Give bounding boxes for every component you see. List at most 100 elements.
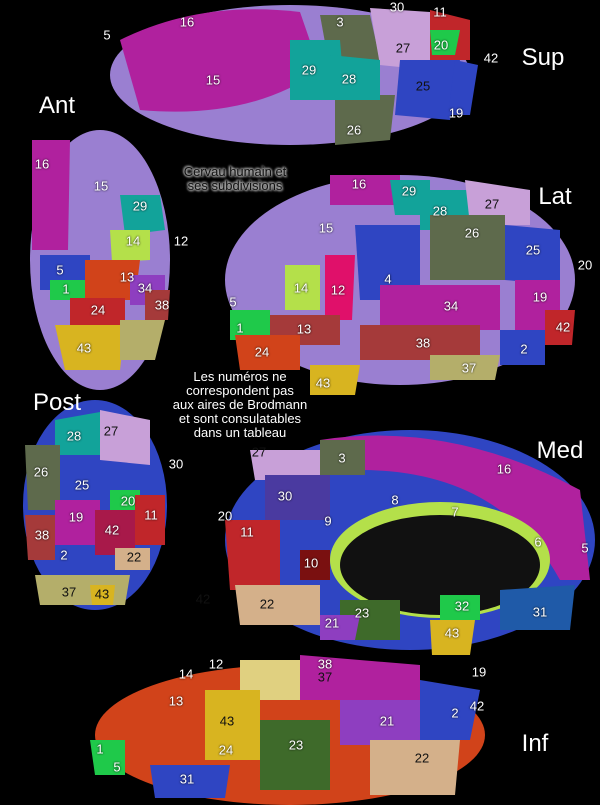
region-label-post: 42 [104,522,120,538]
region-label-lat: 42 [555,319,571,335]
region-label-med: 6 [534,534,542,550]
brain-view-inf [90,655,485,805]
region-label-inf: 5 [113,759,121,775]
region-label-inf: 24 [218,742,234,758]
region-label-med: 11 [240,524,254,540]
region-label-ant: 1 [62,281,70,297]
view-title-inf: Inf [521,730,549,757]
region-label-ant: 15 [93,178,109,194]
region-label-med: 8 [391,492,399,508]
note-line: correspondent pas [186,383,294,398]
region-label-inf: 13 [168,693,184,709]
region-label-lat: 15 [318,220,334,236]
region-label-lat: 1 [236,320,244,336]
region-label-post: 26 [33,464,49,480]
region-label-inf: 19 [471,664,487,680]
region-label-lat: 26 [464,225,480,241]
region-label-post: 28 [66,428,82,444]
region-label-lat: 27 [484,196,500,212]
caption-line: ses subdivisions [187,178,283,193]
region-label-med: 3 [338,450,346,466]
region-label-lat: 29 [401,183,417,199]
note-line: dans un tableau [193,425,287,440]
brain-view-ant [30,130,170,390]
region-label-lat: 34 [443,298,459,314]
region-label-med: 5 [581,540,589,556]
view-title-sup: Sup [521,44,565,71]
region-label-lat: 28 [432,203,448,219]
region-label-post: 43 [94,586,110,602]
region-label-sup: 27 [395,40,411,56]
region-label-inf: 43 [219,713,235,729]
region-label-post: 27 [103,423,119,439]
region-label-med: 27 [251,444,267,460]
view-title-med: Med [536,437,584,464]
view-title-post: Post [32,389,82,416]
brain-view-med [225,430,595,655]
brain-view-lat [225,175,575,395]
region-label-lat: 2 [520,341,528,357]
region-label-ant: 43 [76,340,92,356]
region-label-med: 32 [454,598,470,614]
region-label-sup: 11 [433,4,447,20]
region-label-med: 16 [496,461,512,477]
region-label-inf: 22 [414,750,430,766]
region-label-med: 7 [451,504,459,520]
brain-view-post [23,400,167,610]
region-label-lat: 38 [415,335,431,351]
region-label-lat: 19 [532,289,548,305]
region-label-lat: 25 [525,242,541,258]
region-label-sup: 26 [346,122,362,138]
region-label-lat: 12 [330,282,346,298]
region-label-lat: 13 [296,321,312,337]
region-label-ant: 16 [34,156,50,172]
region-label-ant: 12 [173,233,189,249]
note-line: et sont consulatables [178,411,302,426]
region-label-inf: 38 [317,656,333,672]
region-label-lat: 24 [254,344,270,360]
region-label-ant: 38 [154,297,170,313]
region-label-inf: 21 [379,713,395,729]
region-label-ant: 14 [125,233,141,249]
region-label-med: 20 [217,508,233,524]
region-label-sup: 20 [433,37,449,53]
region-label-lat: 14 [293,280,309,296]
region-label-lat: 37 [461,360,477,376]
region-label-post: 25 [74,477,90,493]
region-label-post: 20 [120,493,136,509]
region-label-med: 10 [303,555,319,571]
region-label-lat: 16 [351,176,367,192]
region-label-sup: 30 [389,0,405,15]
region-label-ant: 29 [132,198,148,214]
region-label-sup: 5 [103,27,111,43]
note-line: aux aires de Brodmann [172,397,308,412]
region-label-sup: 16 [179,14,195,30]
region-label-sup: 29 [301,62,317,78]
region-label-lat: 43 [315,375,331,391]
region-label-post: 38 [34,527,50,543]
region-label-inf: 1 [96,741,104,757]
region-label-sup: 42 [483,50,499,66]
view-title-ant: Ant [38,92,76,119]
region-label-post: 22 [126,549,142,565]
region-label-inf: 37 [317,669,333,685]
region-label-med: 21 [324,615,340,631]
region-label-inf: 23 [288,737,304,753]
region-label-ant: 5 [56,262,64,278]
region-label-med: 9 [324,513,332,529]
region-label-ant: 34 [137,280,153,296]
region-label-sup: 15 [205,72,221,88]
region-label-inf: 14 [178,666,194,682]
region-label-med: 42 [195,591,211,607]
region-label-sup: 19 [448,105,464,121]
figure-caption: Cervau humain et ses subdivisions [150,165,320,193]
note-line: Les numéros ne [193,369,287,384]
region-label-inf: 12 [208,656,224,672]
region-label-lat: 5 [229,294,237,310]
region-label-med: 22 [259,596,275,612]
region-label-post: 30 [168,456,184,472]
region-label-med: 31 [532,604,548,620]
view-title-lat: Lat [538,183,572,210]
region-label-inf: 2 [451,705,459,721]
